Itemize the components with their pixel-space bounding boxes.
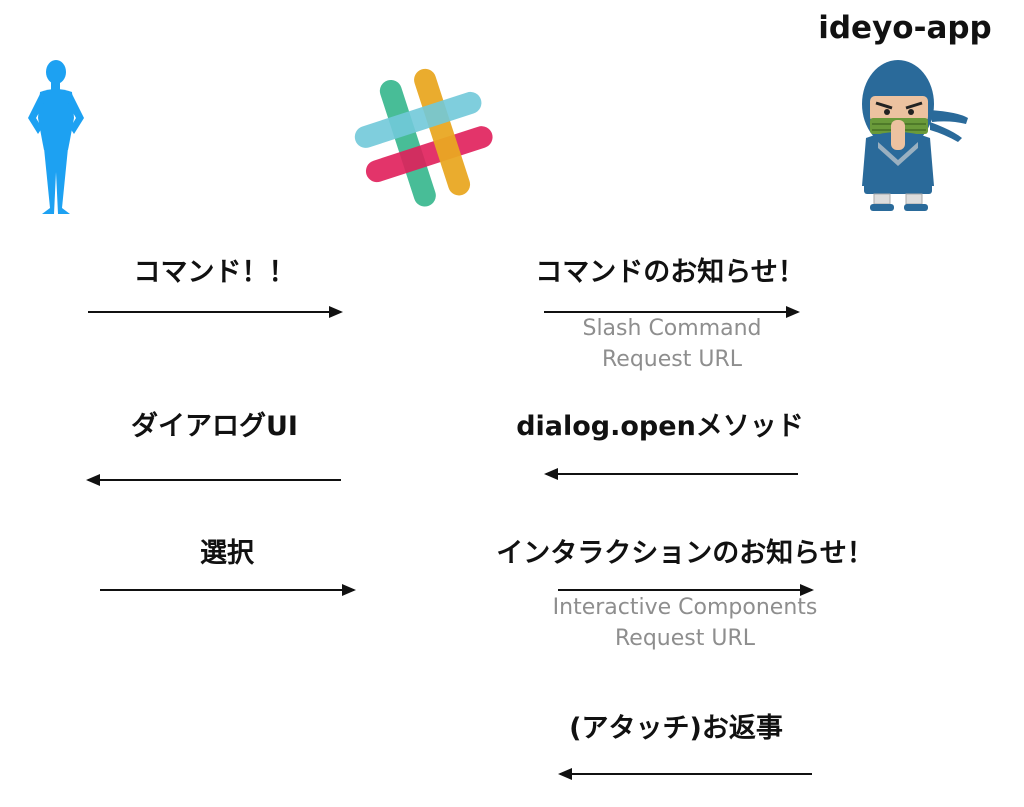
step-sub-slash-command: Slash Command xyxy=(582,316,762,341)
app-label: ideyo-app xyxy=(818,10,992,46)
step-label-command-notify: コマンドのお知らせ！ xyxy=(535,257,805,288)
step-label-dialog-ui: ダイアログUI xyxy=(131,411,298,442)
step-label-select: 選択 xyxy=(200,538,254,569)
ninja-icon xyxy=(862,60,968,211)
step-sub-request-url-1: Request URL xyxy=(601,347,742,372)
step-label-command: コマンド！！ xyxy=(133,257,296,288)
step-sub-request-url-2: Request URL xyxy=(614,626,755,651)
person-silhouette-icon xyxy=(28,60,84,214)
step-sub-interactive-components: Interactive Components xyxy=(552,595,818,620)
step-label-reply: (アタッチ)お返事 xyxy=(569,713,783,744)
step-label-interaction-notify: インタラクションのお知らせ！ xyxy=(496,538,874,569)
step-label-dialog-open: dialog.openメソッド xyxy=(516,411,804,442)
slack-logo-icon xyxy=(354,68,493,207)
